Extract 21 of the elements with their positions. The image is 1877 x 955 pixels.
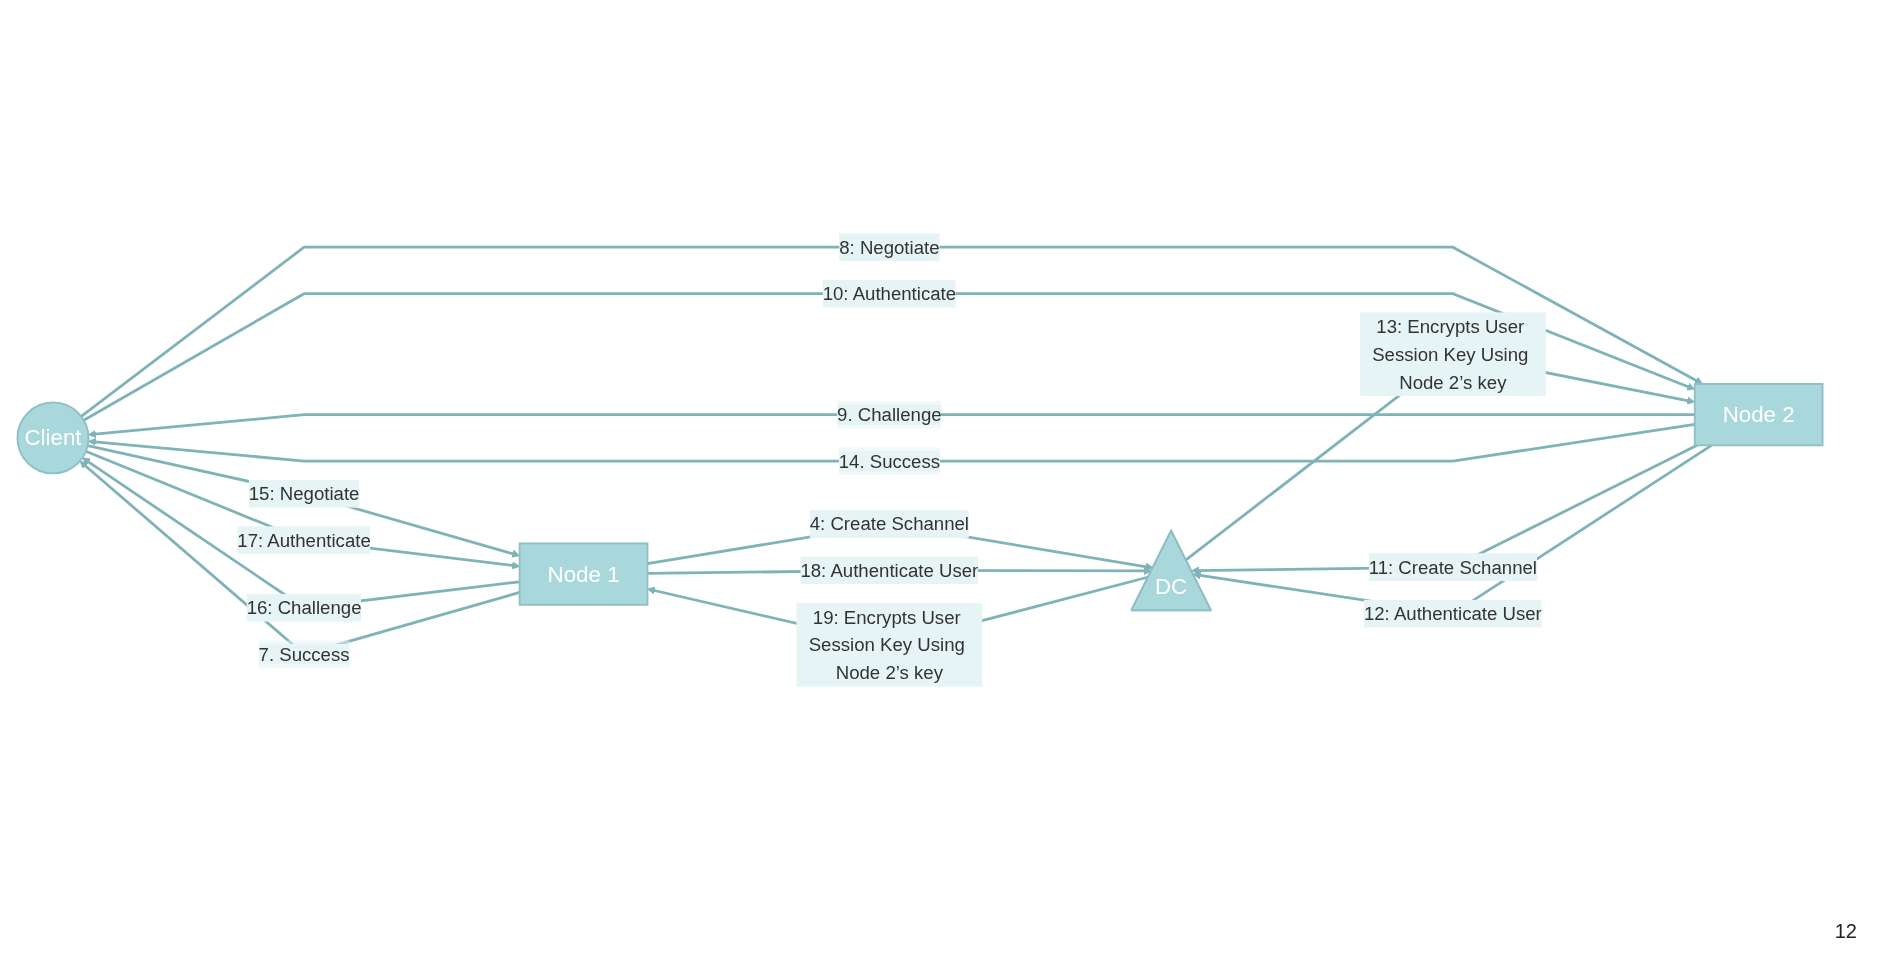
edge-label: 13: Encrypts User Session Key Using Node 2’s key [1372,316,1529,393]
node-box: Node 2 [1693,383,1824,447]
edge-label: 12: Authenticate User [1363,603,1542,624]
edge-label: 11: Create Schannel [1368,556,1537,578]
edge-label: 8: Negotiate [839,236,940,258]
edge-label: 9. Challenge [837,404,942,425]
arrow [87,413,1695,438]
edge-label: 15: Negotiate [248,483,360,504]
node-circle: Client [16,401,90,475]
edge-label: 18: Authenticate User [800,560,979,581]
edge-label: 17: Authenticate [237,530,371,551]
edge-label: 19: Encrypts User Session Key Using Node 2’s key [808,606,965,684]
page-number: 12 [1834,920,1857,943]
node-box: Node 1 [518,542,649,606]
edge-label: 10: Authenticate [822,283,957,304]
arrow [87,423,1695,463]
edge-label: 16: Challenge [246,597,362,618]
arrow [80,245,1703,418]
edge-label: 14. Success [838,450,941,472]
edge-label: 7. Success [258,643,350,665]
edge-label: 4: Create Schannel [809,513,970,535]
